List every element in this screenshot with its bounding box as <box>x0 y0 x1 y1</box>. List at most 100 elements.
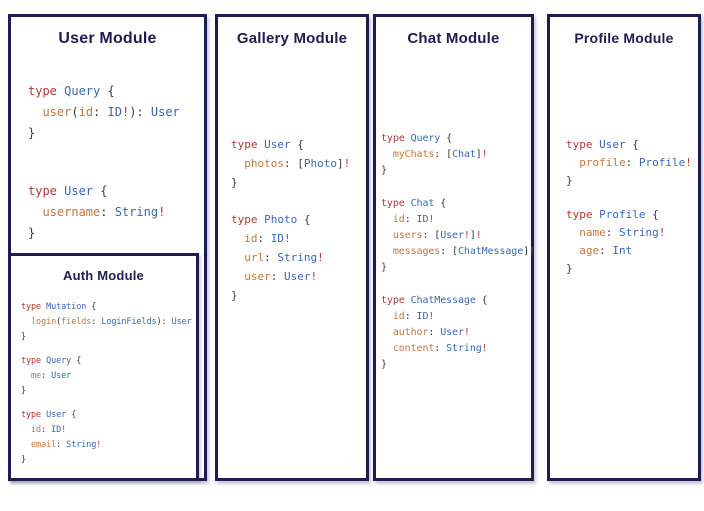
code-line: } <box>381 260 535 276</box>
token-keyword: ! <box>428 311 435 322</box>
token-type-name: Chat <box>452 149 476 160</box>
code-line: } <box>381 163 535 179</box>
token-field-name: photos <box>231 157 284 170</box>
token-punctuation: } <box>21 455 27 465</box>
token-field-name: profile <box>566 156 626 169</box>
code-line: type User { <box>566 136 692 154</box>
token-punctuation: : [ <box>283 157 304 170</box>
code-line: username: String! <box>28 202 180 223</box>
module-box-auth: Auth Module type Mutation { login(fields… <box>8 253 199 481</box>
code-line: profile: Profile! <box>566 154 692 172</box>
token-field-name: author <box>381 327 429 338</box>
token-punctuation: : [ <box>422 230 441 241</box>
token-type-name: User <box>599 138 633 151</box>
token-type-name: String <box>114 205 159 219</box>
token-punctuation: : [ <box>440 246 458 257</box>
code-line: type Photo { <box>231 210 350 229</box>
code-area-profile: type User { profile: Profile!}type Profi… <box>566 136 692 278</box>
token-punctuation: } <box>21 386 27 396</box>
code-line: } <box>21 330 192 345</box>
code-block: type ChatMessage { id: ID! author: User!… <box>381 293 535 373</box>
code-block: type Profile { name: String! age: Int} <box>566 206 692 278</box>
token-field-name: id <box>381 214 405 225</box>
code-line: content: String! <box>381 341 535 357</box>
code-line: messages: [ChatMessage]! <box>381 244 535 260</box>
code-line: url: String! <box>231 248 350 267</box>
token-keyword: type <box>566 208 600 221</box>
token-keyword: ! <box>529 246 535 257</box>
token-field-name: login <box>21 317 57 327</box>
token-field-name: content <box>381 343 435 354</box>
token-punctuation: : <box>428 327 441 338</box>
token-punctuation: } <box>566 262 573 275</box>
token-keyword: type <box>21 356 47 366</box>
code-line: type User { <box>21 408 192 423</box>
code-block: type User { profile: Profile!} <box>566 136 692 190</box>
token-field-name: url <box>231 251 265 264</box>
code-line: type Query { <box>28 81 180 102</box>
code-block: type User { id: ID! email: String!} <box>21 408 192 468</box>
code-line: type User { <box>28 181 180 202</box>
token-keyword: ! <box>463 327 470 338</box>
code-area-chat: type Query { myChats: [Chat]!} type Chat … <box>381 131 535 373</box>
token-punctuation: } <box>231 289 238 302</box>
code-block: type Query { user(id: ID!): User} <box>28 81 180 144</box>
code-line: type ChatMessage { <box>381 293 535 309</box>
token-keyword: ! <box>685 156 692 169</box>
token-type-name: ID <box>416 311 429 322</box>
code-block: type Photo { id: ID! url: String! user: … <box>231 210 350 305</box>
token-keyword: type <box>231 213 265 226</box>
token-keyword: type <box>381 295 411 306</box>
code-line: } <box>21 384 192 399</box>
token-type-name: User <box>440 327 464 338</box>
token-type-name: User <box>171 317 192 327</box>
token-punctuation: } <box>381 359 387 370</box>
code-line: name: String! <box>566 224 692 242</box>
token-keyword: type <box>566 138 600 151</box>
token-type-name: Profile <box>599 208 653 221</box>
token-type-name: Query <box>410 133 447 144</box>
token-punctuation: { <box>297 138 304 151</box>
token-field-name: users <box>381 230 423 241</box>
token-field-name: user <box>28 105 72 119</box>
code-line: login(fields: LoginFields): User <box>21 315 192 330</box>
code-block: type Query { myChats: [Chat]!} <box>381 131 535 179</box>
token-type-name: Profile <box>638 156 686 169</box>
token-field-name: fields <box>61 317 92 327</box>
token-keyword: ! <box>343 157 351 170</box>
token-punctuation: { <box>632 138 639 151</box>
token-keyword: type <box>28 84 65 98</box>
token-punctuation: } <box>28 226 36 240</box>
code-line: author: User! <box>381 325 535 341</box>
token-punctuation: : <box>41 425 52 435</box>
token-punctuation: : <box>270 270 284 283</box>
token-keyword: ! <box>284 232 291 245</box>
code-line: } <box>381 357 535 373</box>
token-punctuation: { <box>107 84 115 98</box>
token-type-name: String <box>619 226 659 239</box>
token-type-name: User <box>51 371 72 381</box>
code-line: } <box>231 286 350 305</box>
module-title-user: User Module <box>58 30 157 47</box>
code-line: } <box>231 173 350 192</box>
token-field-name: user <box>231 270 271 283</box>
token-field-name: me <box>21 371 42 381</box>
code-line: id: ID! <box>381 309 535 325</box>
module-title-auth: Auth Module <box>63 268 144 283</box>
token-type-name: LoginFields <box>101 317 157 327</box>
token-punctuation: : <box>599 244 613 257</box>
token-keyword: ! <box>61 425 67 435</box>
token-type-name: Photo <box>264 213 304 226</box>
code-line: email: String! <box>21 438 192 453</box>
module-box-profile: Profile Module type User { profile: Prof… <box>547 14 701 481</box>
token-type-name: User <box>284 270 311 283</box>
code-line: id: ID! <box>381 212 535 228</box>
token-field-name: username <box>28 205 101 219</box>
token-punctuation: { <box>76 356 82 366</box>
code-line: type Mutation { <box>21 300 192 315</box>
token-type-name: ID <box>270 232 284 245</box>
code-line: id: ID! <box>231 229 350 248</box>
code-line: type Chat { <box>381 196 535 212</box>
token-punctuation: : <box>625 156 639 169</box>
token-keyword: ! <box>96 440 102 450</box>
